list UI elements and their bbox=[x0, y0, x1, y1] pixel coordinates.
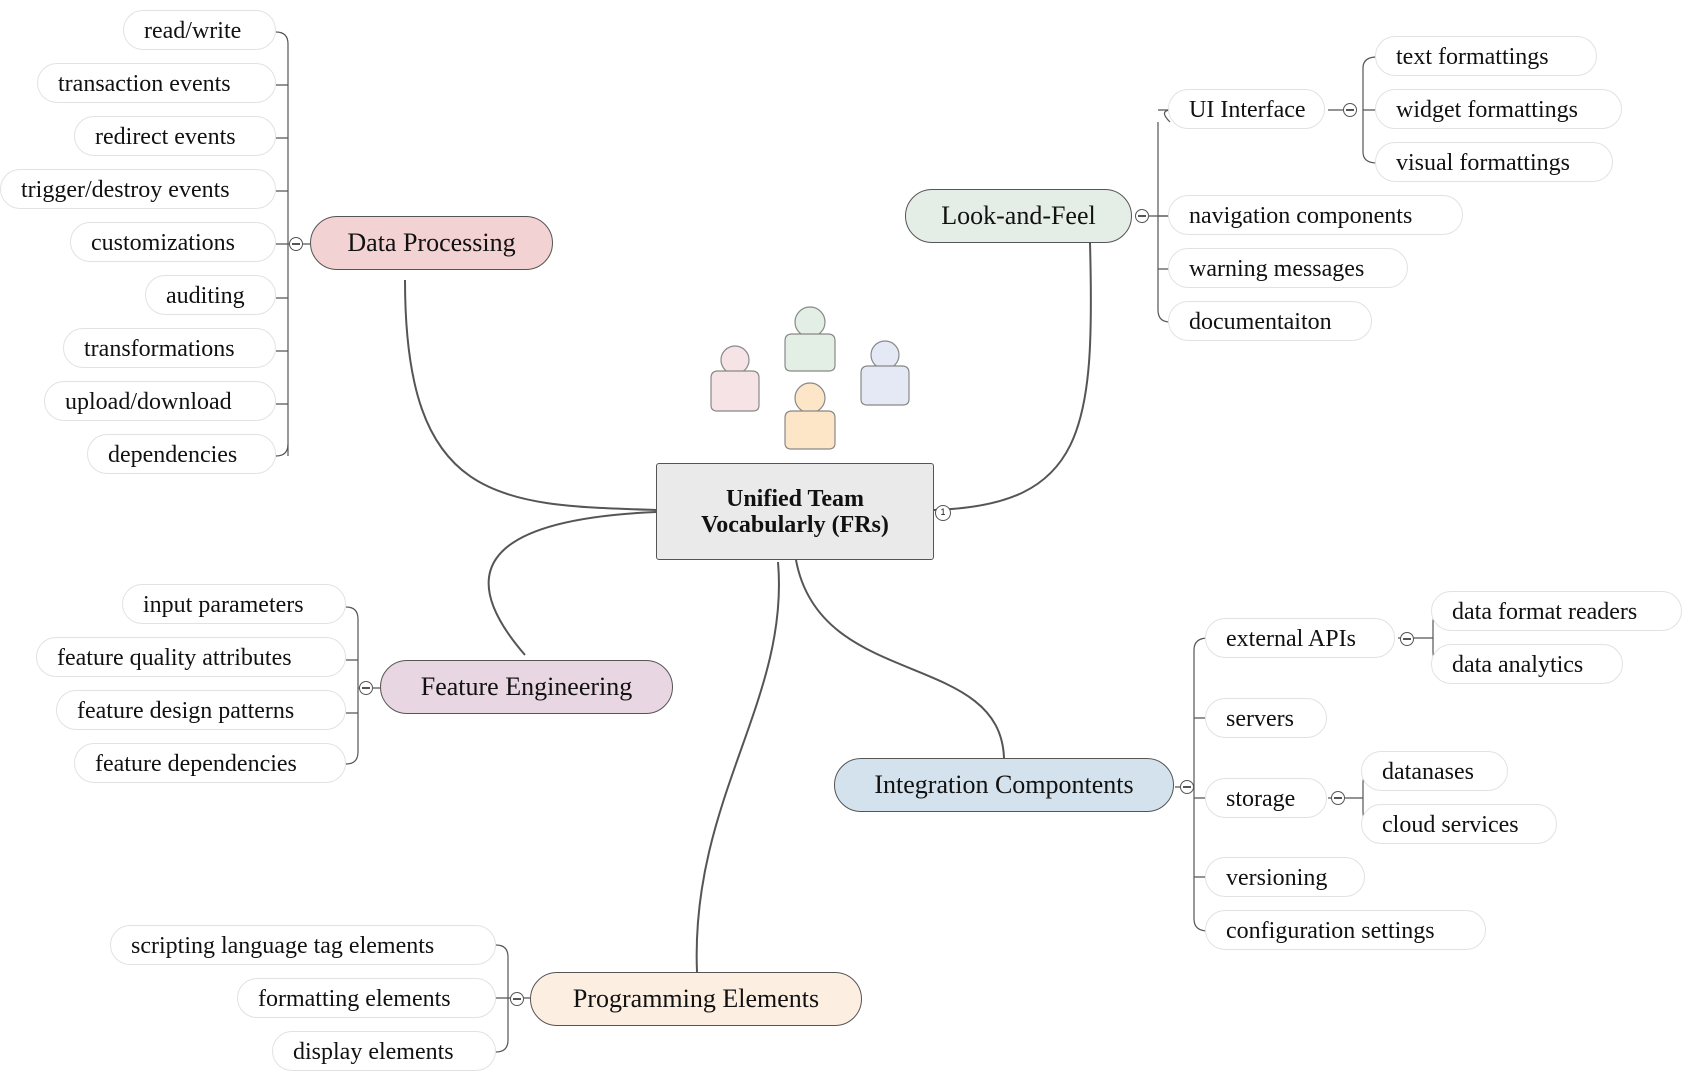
collapse-icon[interactable] bbox=[510, 992, 524, 1006]
leaf-dependencies[interactable]: dependencies bbox=[87, 434, 276, 474]
leaf-visual-formattings[interactable]: visual formattings bbox=[1375, 142, 1613, 182]
leaf-customizations[interactable]: customizations bbox=[70, 222, 276, 262]
leaf-feature-quality-attributes[interactable]: feature quality attributes bbox=[36, 637, 346, 677]
root-topic[interactable]: Unified Team Vocabularly (FRs) bbox=[656, 463, 934, 560]
collapse-icon[interactable] bbox=[1180, 780, 1194, 794]
leaf-transaction-events[interactable]: transaction events bbox=[37, 63, 276, 103]
link-integration-components bbox=[795, 559, 1005, 759]
leaf-external-apis[interactable]: external APIs bbox=[1205, 618, 1395, 658]
leaf-navigation-components[interactable]: navigation components bbox=[1168, 195, 1463, 235]
collapse-icon[interactable] bbox=[1400, 632, 1414, 646]
leaf-formatting-elements[interactable]: formatting elements bbox=[237, 978, 496, 1018]
leaf-ui-interface[interactable]: UI Interface bbox=[1168, 89, 1325, 129]
leaf-read-write[interactable]: read/write bbox=[123, 10, 276, 50]
leaf-warning-messages[interactable]: warning messages bbox=[1168, 248, 1408, 288]
collapse-icon[interactable] bbox=[359, 681, 373, 695]
leaf-display-elements[interactable]: display elements bbox=[272, 1031, 496, 1071]
link-data-processing bbox=[404, 279, 657, 511]
person-icon-orange bbox=[784, 382, 836, 450]
leaf-data-format-readers[interactable]: data format readers bbox=[1431, 591, 1682, 631]
leaf-text-formattings[interactable]: text formattings bbox=[1375, 36, 1597, 76]
collapse-icon[interactable] bbox=[1343, 103, 1357, 117]
branch-feature-engineering[interactable]: Feature Engineering bbox=[380, 660, 673, 714]
branch-integration-components[interactable]: Integration Compontents bbox=[834, 758, 1174, 812]
person-icon-blue bbox=[860, 340, 910, 406]
leaf-feature-design-patterns[interactable]: feature design patterns bbox=[56, 690, 346, 730]
collapse-icon[interactable] bbox=[289, 237, 303, 251]
leaf-documentaiton[interactable]: documentaiton bbox=[1168, 301, 1372, 341]
collapse-icon[interactable] bbox=[1135, 209, 1149, 223]
leaf-cloud-services[interactable]: cloud services bbox=[1361, 804, 1557, 844]
root-collapse-count-badge[interactable]: 1 bbox=[935, 505, 951, 521]
leaf-data-analytics[interactable]: data analytics bbox=[1431, 644, 1623, 684]
link-programming-elements bbox=[695, 561, 780, 973]
leaf-storage[interactable]: storage bbox=[1205, 778, 1327, 818]
collapse-icon[interactable] bbox=[1331, 791, 1345, 805]
root-line-1: Unified Team bbox=[725, 485, 865, 512]
branch-look-and-feel[interactable]: Look-and-Feel bbox=[905, 189, 1132, 243]
leaf-transformations[interactable]: transformations bbox=[63, 328, 276, 368]
leaf-servers[interactable]: servers bbox=[1205, 698, 1327, 738]
leaf-widget-formattings[interactable]: widget formattings bbox=[1375, 89, 1622, 129]
root-line-2: Vocabularly (FRs) bbox=[701, 511, 889, 538]
link-feature-engineering bbox=[487, 511, 657, 656]
person-icon-green bbox=[784, 306, 836, 372]
branch-data-processing[interactable]: Data Processing bbox=[310, 216, 553, 270]
person-icon-pink bbox=[710, 345, 760, 412]
leaf-datanases[interactable]: datanases bbox=[1361, 751, 1508, 791]
leaf-auditing[interactable]: auditing bbox=[145, 275, 276, 315]
link-look-and-feel bbox=[933, 242, 1092, 511]
leaf-upload-download[interactable]: upload/download bbox=[44, 381, 276, 421]
leaf-scripting-language-tag-elements[interactable]: scripting language tag elements bbox=[110, 925, 496, 965]
leaf-redirect-events[interactable]: redirect events bbox=[74, 116, 276, 156]
leaf-input-parameters[interactable]: input parameters bbox=[122, 584, 346, 624]
leaf-feature-dependencies[interactable]: feature dependencies bbox=[74, 743, 346, 783]
branch-programming-elements[interactable]: Programming Elements bbox=[530, 972, 862, 1026]
leaf-trigger-destroy-events[interactable]: trigger/destroy events bbox=[0, 169, 276, 209]
leaf-versioning[interactable]: versioning bbox=[1205, 857, 1365, 897]
leaf-configuration-settings[interactable]: configuration settings bbox=[1205, 910, 1486, 950]
